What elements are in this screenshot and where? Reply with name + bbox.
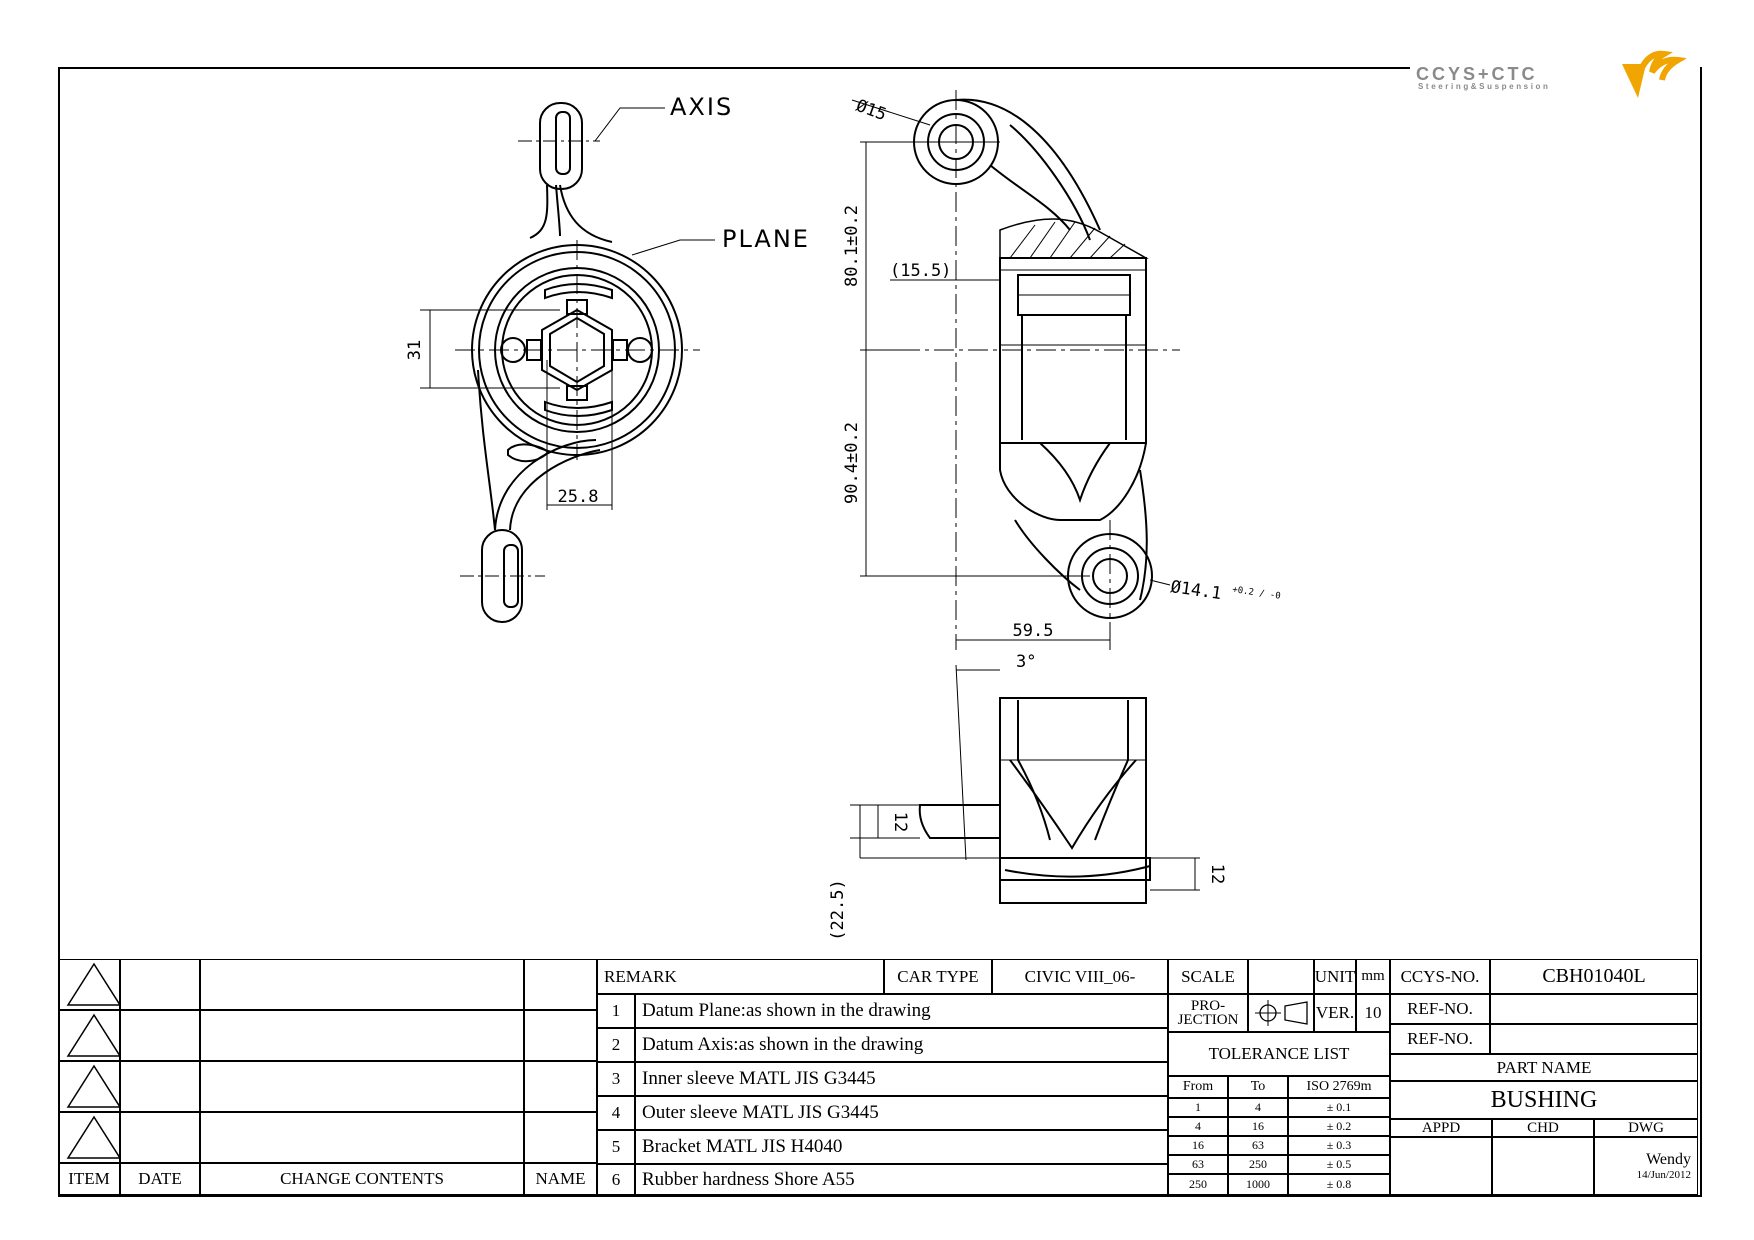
appd-label: APPD — [1390, 1119, 1492, 1137]
tolerance-to-4: 250 — [1228, 1155, 1288, 1174]
scale-label: SCALE — [1168, 959, 1248, 994]
projection-symbol-icon — [1248, 994, 1314, 1032]
revision-name-1 — [524, 959, 597, 1010]
remark-text-1: Datum Plane:as shown in the drawing — [635, 994, 1168, 1028]
ccys-no-value: CBH01040L — [1490, 959, 1698, 994]
revision-name-2 — [524, 1010, 597, 1061]
chd-value — [1492, 1137, 1594, 1195]
scale-value — [1248, 959, 1314, 994]
ver-label: VER. — [1314, 994, 1356, 1032]
projection-label-line1: PRO- — [1190, 998, 1226, 1014]
projection-label-line2: JECTION — [1177, 1012, 1239, 1028]
revision-date-2 — [120, 1010, 200, 1061]
tolerance-title: TOLERANCE LIST — [1168, 1032, 1390, 1076]
revision-triangle-4 — [58, 1112, 120, 1163]
drawer-name: Wendy — [1646, 1151, 1691, 1168]
ref-no-value-1 — [1490, 994, 1698, 1024]
dwg-value: Wendy 14/Jun/2012 — [1594, 1137, 1698, 1195]
dwg-label: DWG — [1594, 1119, 1698, 1137]
revision-change-1 — [200, 959, 524, 1010]
remark-no-5: 5 — [597, 1130, 635, 1164]
tolerance-to-1: 4 — [1228, 1098, 1288, 1117]
tolerance-from-2: 4 — [1168, 1117, 1228, 1136]
revision-header-name: NAME — [524, 1163, 597, 1195]
part-name-label: PART NAME — [1390, 1054, 1698, 1081]
remark-no-2: 2 — [597, 1028, 635, 1062]
revision-header-change: CHANGE CONTENTS — [200, 1163, 524, 1195]
revision-change-3 — [200, 1061, 524, 1112]
chd-label: CHD — [1492, 1119, 1594, 1137]
remark-text-4: Outer sleeve MATL JIS G3445 — [635, 1096, 1168, 1130]
ref-no-label-2: REF-NO. — [1390, 1024, 1490, 1054]
revision-date-1 — [120, 959, 200, 1010]
tolerance-from-3: 16 — [1168, 1136, 1228, 1155]
tolerance-value-5: ± 0.8 — [1288, 1174, 1390, 1195]
tolerance-from-1: 1 — [1168, 1098, 1228, 1117]
revision-date-3 — [120, 1061, 200, 1112]
revision-change-2 — [200, 1010, 524, 1061]
tolerance-to-3: 63 — [1228, 1136, 1288, 1155]
remark-text-6: Rubber hardness Shore A55 — [635, 1164, 1168, 1195]
tolerance-from-5: 250 — [1168, 1174, 1228, 1195]
logo-mark: CCYS+CTC — [1416, 64, 1538, 84]
remark-no-1: 1 — [597, 994, 635, 1028]
car-type-value: CIVIC VIII_06- — [992, 959, 1168, 994]
revision-date-4 — [120, 1112, 200, 1163]
remark-no-3: 3 — [597, 1062, 635, 1096]
revision-triangle-2 — [58, 1010, 120, 1061]
part-name-value: BUSHING — [1390, 1081, 1698, 1119]
ref-no-value-2 — [1490, 1024, 1698, 1054]
revision-triangle-3 — [58, 1061, 120, 1112]
logo-emblem-icon — [1622, 50, 1686, 98]
title-block: ITEM DATE CHANGE CONTENTS NAME REMARK CA… — [58, 959, 1702, 1197]
unit-label: UNIT — [1314, 959, 1356, 994]
tolerance-header-from: From — [1168, 1076, 1228, 1098]
ver-value: 10 — [1356, 994, 1390, 1032]
revision-name-3 — [524, 1061, 597, 1112]
tolerance-value-1: ± 0.1 — [1288, 1098, 1390, 1117]
tolerance-to-5: 1000 — [1228, 1174, 1288, 1195]
car-type-label: CAR TYPE — [884, 959, 992, 994]
tolerance-header-iso: ISO 2769m — [1288, 1076, 1390, 1098]
unit-value: mm — [1356, 959, 1390, 994]
tolerance-to-2: 16 — [1228, 1117, 1288, 1136]
remark-no-6: 6 — [597, 1164, 635, 1195]
tolerance-value-4: ± 0.5 — [1288, 1155, 1390, 1174]
revision-name-4 — [524, 1112, 597, 1163]
tolerance-value-2: ± 0.2 — [1288, 1117, 1390, 1136]
remark-title: REMARK — [597, 959, 884, 994]
revision-change-4 — [200, 1112, 524, 1163]
appd-value — [1390, 1137, 1492, 1195]
revision-triangle-1 — [58, 959, 120, 1010]
ccys-no-label: CCYS-NO. — [1390, 959, 1490, 994]
drawing-date: 14/Jun/2012 — [1636, 1169, 1691, 1181]
tolerance-from-4: 63 — [1168, 1155, 1228, 1174]
remark-no-4: 4 — [597, 1096, 635, 1130]
projection-label: PRO- JECTION — [1168, 994, 1248, 1032]
remark-text-2: Datum Axis:as shown in the drawing — [635, 1028, 1168, 1062]
remark-text-5: Bracket MATL JIS H4040 — [635, 1130, 1168, 1164]
company-logo: CCYS+CTC Steering&Suspension — [1410, 48, 1700, 102]
revision-header-date: DATE — [120, 1163, 200, 1195]
ref-no-label-1: REF-NO. — [1390, 994, 1490, 1024]
revision-header-item: ITEM — [58, 1163, 120, 1195]
drawing-frame — [58, 67, 1702, 1197]
logo-subtitle: Steering&Suspension — [1418, 82, 1551, 91]
tolerance-value-3: ± 0.3 — [1288, 1136, 1390, 1155]
tolerance-header-to: To — [1228, 1076, 1288, 1098]
remark-text-3: Inner sleeve MATL JIS G3445 — [635, 1062, 1168, 1096]
